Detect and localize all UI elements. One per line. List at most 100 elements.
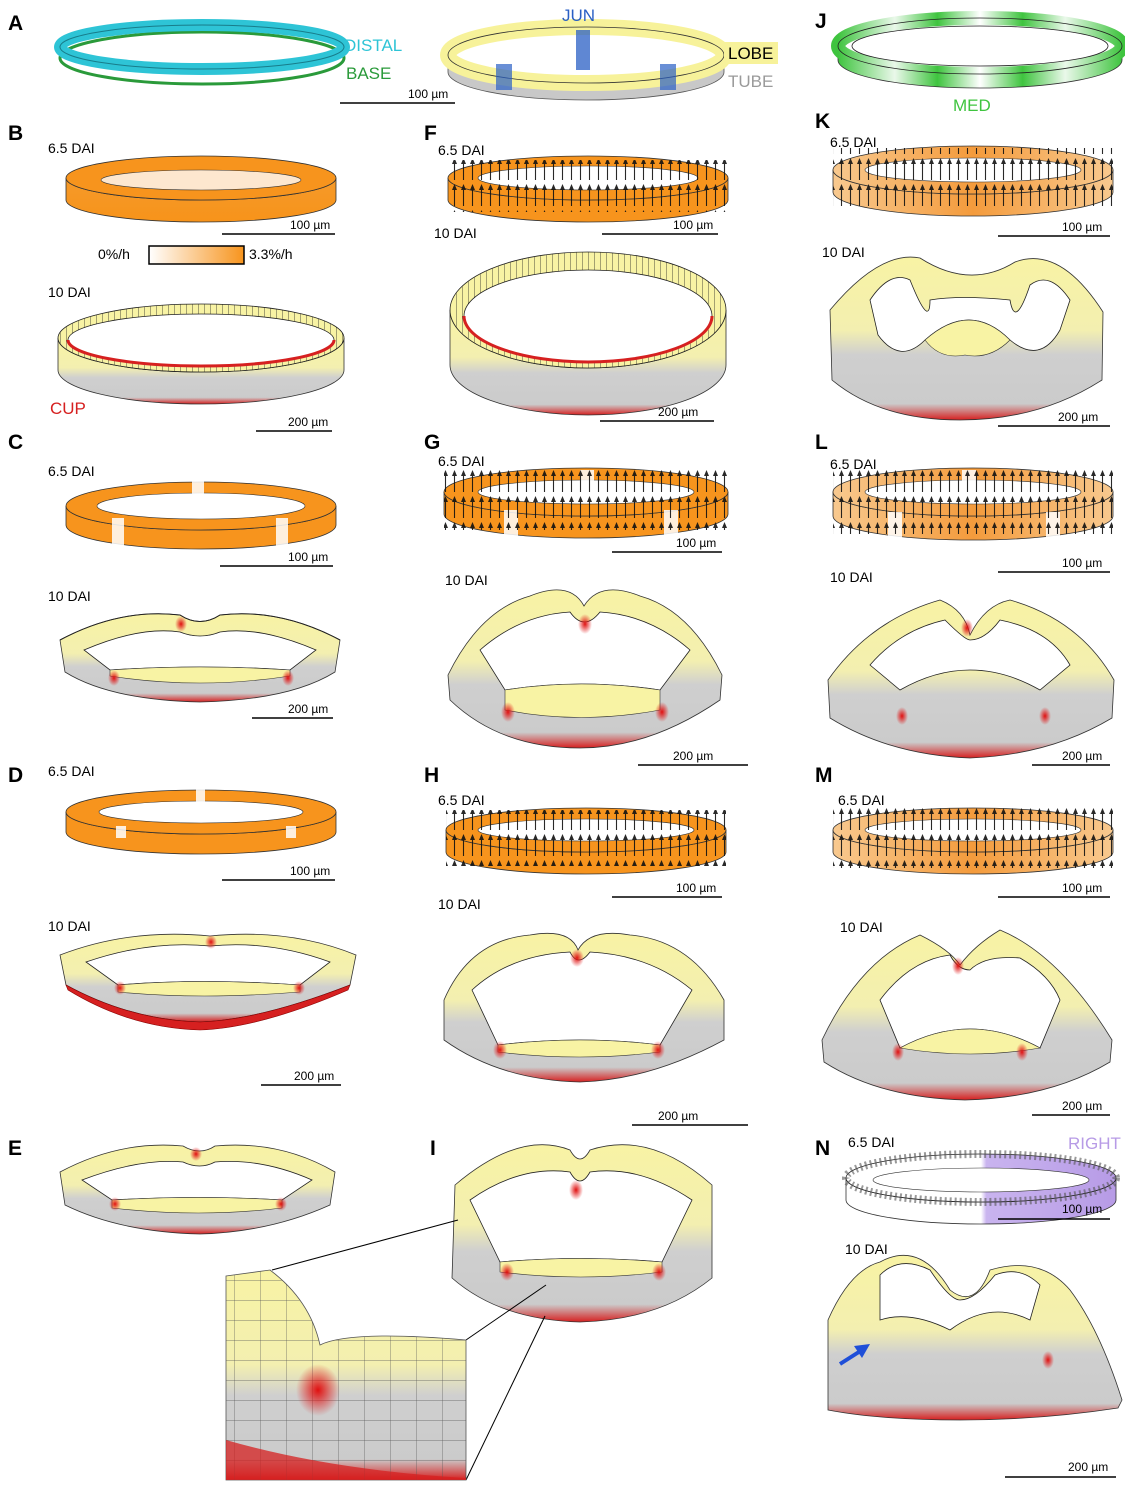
panel-label-f: F [424, 122, 437, 145]
scale-f-2: 200 µm [658, 405, 698, 419]
scale-c-2: 200 µm [288, 702, 328, 716]
ring-h-10 [444, 933, 724, 1082]
time-k-10: 10 DAI [822, 244, 865, 260]
time-b-65: 6.5 DAI [48, 140, 95, 156]
growth-legend-bar [149, 246, 244, 264]
scale-m-2: 200 µm [1062, 1099, 1102, 1113]
label-jun: JUN [562, 6, 595, 25]
scale-l-2: 200 µm [1062, 749, 1102, 763]
scale-d-2: 200 µm [294, 1069, 334, 1083]
time-c-65: 6.5 DAI [48, 463, 95, 479]
time-f-10: 10 DAI [434, 225, 477, 241]
panel-k: K 6.5 DAI 100 µm 10 DAI 200 µm [815, 110, 1113, 426]
ring-c-65 [66, 480, 336, 549]
time-h-65: 6.5 DAI [438, 792, 485, 808]
panel-label-g: G [424, 431, 440, 454]
scale-f-1: 100 µm [673, 218, 713, 232]
ring-f-65 [448, 156, 728, 222]
ring-l-10 [828, 600, 1114, 758]
ring-jun-lobe-tube [448, 27, 724, 100]
panel-l: L 6.5 DAI 100 µm 10 DAI 200 µm [815, 431, 1114, 765]
ring-g-65 [444, 468, 728, 540]
scale-c-1: 100 µm [288, 550, 328, 564]
scale-label: 100 µm [408, 87, 448, 101]
panel-c: C 6.5 DAI 100 µm 10 DAI 200 µm [8, 431, 340, 718]
ring-e [60, 1145, 335, 1234]
scale-h-1: 100 µm [676, 881, 716, 895]
scale-g-1: 100 µm [676, 536, 716, 550]
time-b-10: 10 DAI [48, 284, 91, 300]
scale-h-2: 200 µm [658, 1109, 698, 1123]
scale-l-1: 100 µm [1062, 556, 1102, 570]
panel-j: J MED [815, 10, 1122, 115]
time-l-10: 10 DAI [830, 569, 873, 585]
time-n-10: 10 DAI [845, 1241, 888, 1257]
ring-d-10 [60, 934, 356, 1030]
time-d-65: 6.5 DAI [48, 763, 95, 779]
time-g-65: 6.5 DAI [438, 453, 485, 469]
time-m-10: 10 DAI [840, 919, 883, 935]
panel-m: M 6.5 DAI 100 µm 10 DAI 200 µm [815, 764, 1113, 1115]
ring-b-65 [66, 156, 336, 222]
ring-h-65 [446, 808, 726, 874]
ring-l-65 [833, 468, 1113, 542]
panel-label-i: I [430, 1137, 436, 1160]
time-n-65: 6.5 DAI [848, 1134, 895, 1150]
time-f-65: 6.5 DAI [438, 142, 485, 158]
panel-label-m: M [815, 764, 833, 787]
legend-min: 0%/h [98, 246, 130, 262]
ring-i [452, 1145, 712, 1322]
label-med: MED [953, 96, 991, 115]
panel-h: H 6.5 DAI 100 µm 10 DAI 200 µm [424, 764, 748, 1125]
ring-f-10 [450, 252, 726, 415]
panel-label-j: J [815, 10, 827, 33]
scale-d-1: 100 µm [290, 864, 330, 878]
time-c-10: 10 DAI [48, 588, 91, 604]
panel-label-a: A [8, 12, 23, 35]
panel-f: F 6.5 DAI 100 µm 10 DAI 200 µm [424, 122, 728, 421]
panel-label-c: C [8, 431, 23, 454]
label-lobe: LOBE [728, 44, 773, 63]
ring-b-10 [58, 304, 344, 404]
panel-label-h: H [424, 764, 439, 787]
label-distal: DISTAL [344, 36, 402, 55]
label-base: BASE [346, 64, 391, 83]
ring-m-10 [822, 930, 1112, 1100]
ring-n-10 [828, 1255, 1122, 1420]
ring-k-65 [833, 146, 1113, 216]
scale-b-2: 200 µm [288, 415, 328, 429]
panel-d: D 6.5 DAI 100 µm 10 DAI 200 µm [8, 763, 356, 1085]
time-g-10: 10 DAI [445, 572, 488, 588]
scale-m-1: 100 µm [1062, 881, 1102, 895]
ring-k-10 [830, 257, 1103, 420]
ring-d-65 [66, 789, 336, 854]
scale-g-2: 200 µm [673, 749, 713, 763]
scale-k-1: 100 µm [1062, 220, 1102, 234]
time-k-65: 6.5 DAI [830, 134, 877, 150]
label-cup: CUP [50, 399, 86, 418]
panel-label-b: B [8, 122, 23, 145]
scale-n-1: 100 µm [1062, 1202, 1102, 1216]
time-l-65: 6.5 DAI [830, 456, 877, 472]
ring-m-65 [833, 808, 1113, 874]
legend-max: 3.3%/h [249, 246, 293, 262]
panel-b: B 6.5 DAI 100 µm 0%/h 3.3%/h 10 DAI CUP … [8, 122, 344, 431]
time-h-10: 10 DAI [438, 896, 481, 912]
scale-n-2: 200 µm [1068, 1460, 1108, 1474]
panel-label-l: L [815, 431, 828, 454]
panel-n: N 6.5 DAI RIGHT 100 µm 10 DAI 200 µm [815, 1134, 1122, 1477]
time-d-10: 10 DAI [48, 918, 91, 934]
panel-g: G 6.5 DAI 100 µm 10 DAI 200 µm [424, 431, 748, 765]
label-tube: TUBE [728, 72, 773, 91]
label-right: RIGHT [1068, 1134, 1121, 1153]
ring-c-10 [60, 614, 340, 702]
ring-distal-base [60, 25, 344, 84]
panel-label-n: N [815, 1137, 830, 1160]
panel-label-d: D [8, 764, 23, 787]
time-m-65: 6.5 DAI [838, 792, 885, 808]
panel-label-e: E [8, 1137, 22, 1160]
panel-label-k: K [815, 110, 830, 133]
ring-g-10 [448, 590, 722, 748]
panel-a: A DISTAL BASE JUN LOBE TUBE 100 µm [8, 6, 778, 103]
